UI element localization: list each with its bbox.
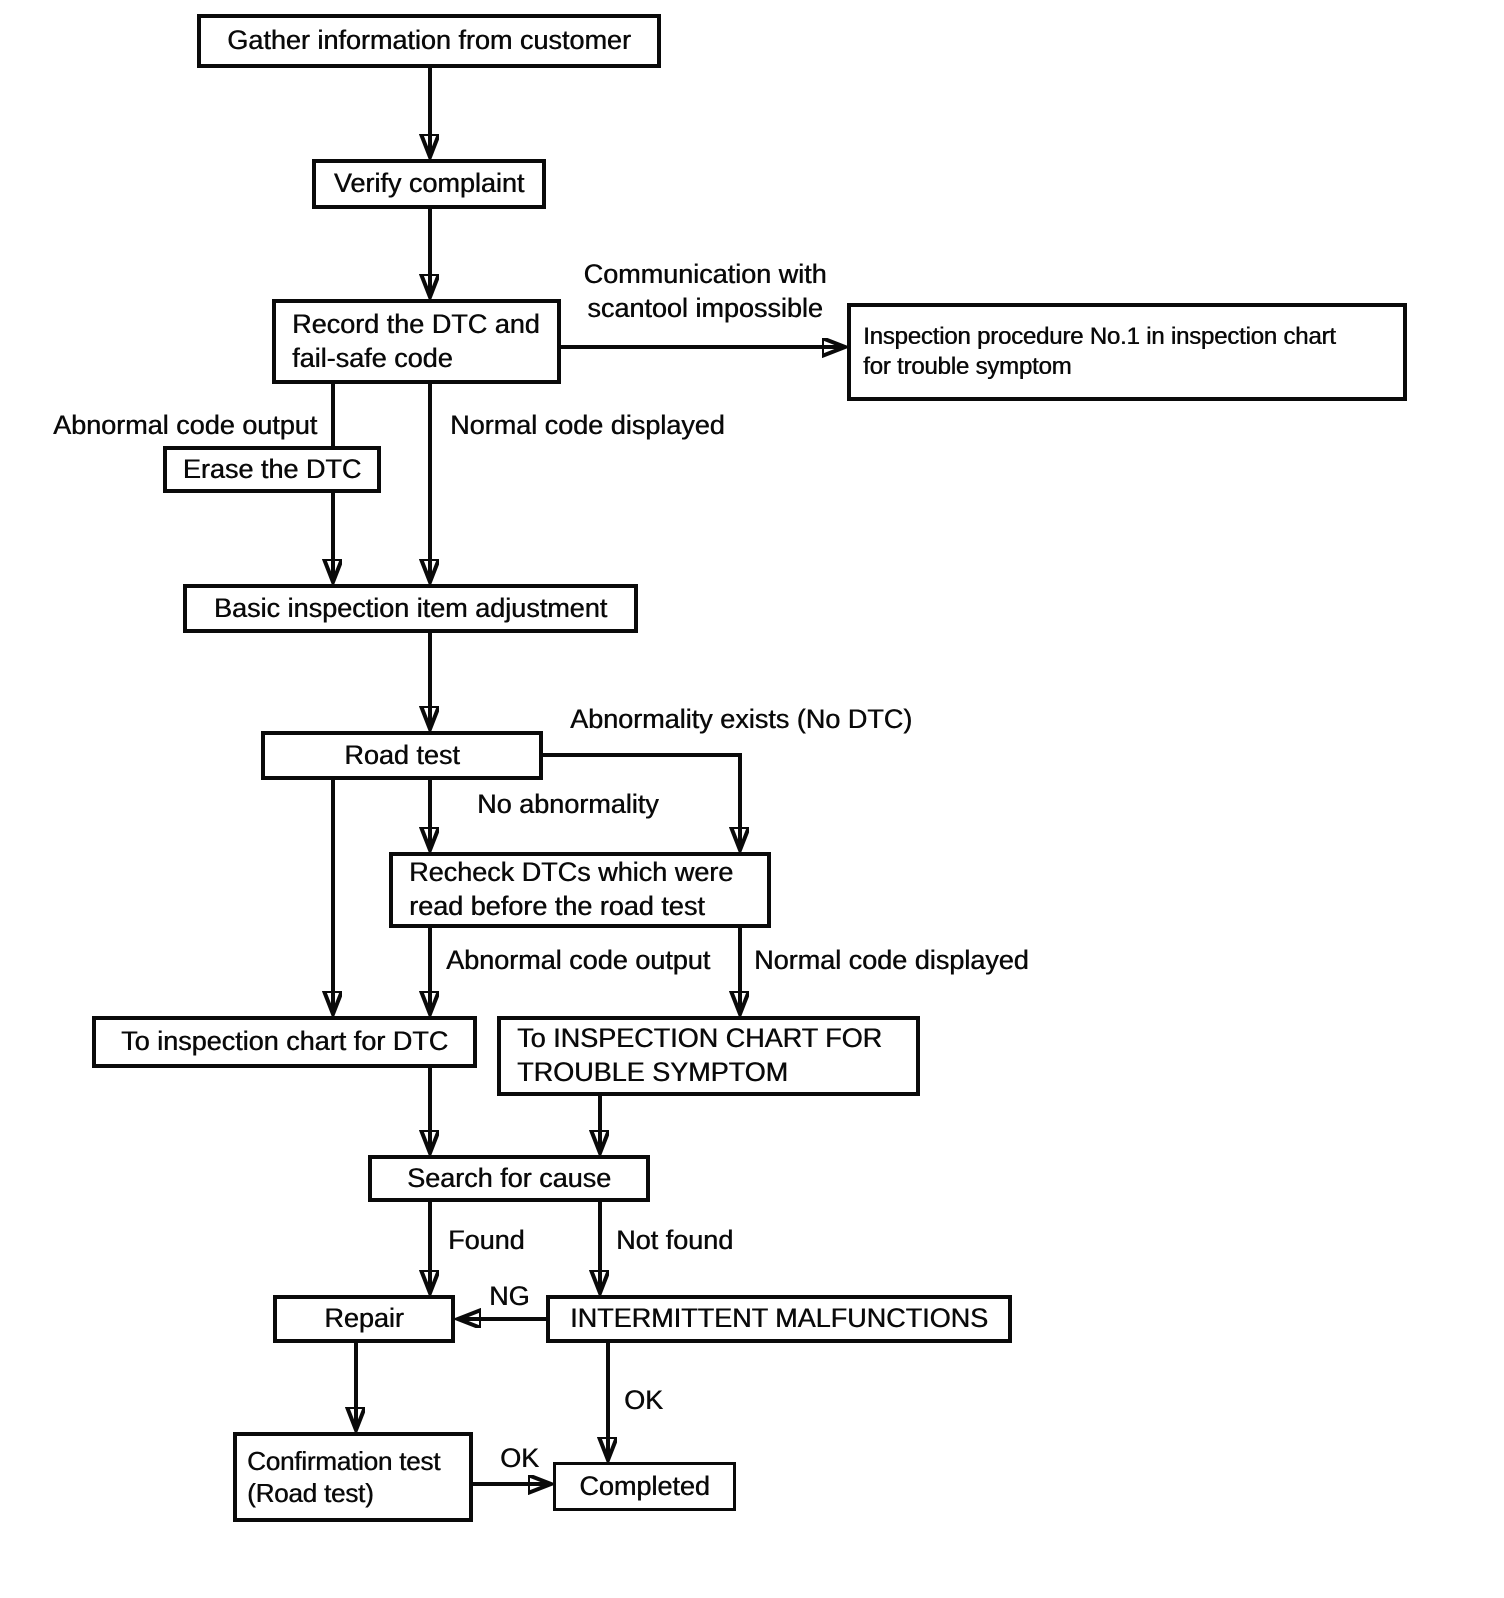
edge-road-to-recheck-right bbox=[543, 753, 740, 850]
edge-label-ok-completed: OK bbox=[624, 1385, 664, 1415]
edge-label-normal-code-displayed-1: Normal code displayed bbox=[450, 410, 725, 440]
node-to-inspection-chart-symptom: To INSPECTION CHART FOR TROUBLE SYMPTOM bbox=[497, 1016, 920, 1096]
edge-label-not-found: Not found bbox=[616, 1225, 734, 1255]
node-inspection-procedure-no1: Inspection procedure No.1 in inspection … bbox=[847, 303, 1407, 401]
node-repair: Repair bbox=[273, 1295, 455, 1343]
node-intermittent-malfunctions: INTERMITTENT MALFUNCTIONS bbox=[546, 1295, 1012, 1343]
node-basic-inspection: Basic inspection item adjustment bbox=[183, 584, 638, 633]
edge-label-abnormal-code-output-1: Abnormal code output bbox=[53, 410, 318, 440]
node-verify-complaint: Verify complaint bbox=[312, 159, 546, 209]
node-record-dtc: Record the DTC and fail-safe code bbox=[272, 299, 561, 384]
edge-label-ok-confirmation: OK bbox=[500, 1443, 540, 1473]
node-search-for-cause: Search for cause bbox=[368, 1155, 650, 1202]
node-completed: Completed bbox=[553, 1462, 736, 1511]
edge-label-found: Found bbox=[448, 1225, 525, 1255]
node-gather-information: Gather information from customer bbox=[197, 14, 661, 68]
node-confirmation-test: Confirmation test (Road test) bbox=[233, 1432, 473, 1522]
edge-label-normal-code-displayed-2: Normal code displayed bbox=[754, 945, 1029, 975]
edge-label-no-abnormality: No abnormality bbox=[477, 789, 659, 819]
edge-label-abnormality-exists: Abnormality exists (No DTC) bbox=[570, 704, 913, 734]
edge-label-ng: NG bbox=[489, 1281, 530, 1311]
node-erase-dtc: Erase the DTC bbox=[163, 446, 381, 493]
edge-label-abnormal-code-output-2: Abnormal code output bbox=[446, 945, 711, 975]
node-to-inspection-chart-dtc: To inspection chart for DTC bbox=[92, 1016, 477, 1068]
node-recheck-dtcs: Recheck DTCs which were read before the … bbox=[389, 852, 771, 928]
node-road-test: Road test bbox=[261, 731, 543, 780]
edge-label-communication-impossible: Communication with scantool impossible bbox=[583, 259, 827, 323]
